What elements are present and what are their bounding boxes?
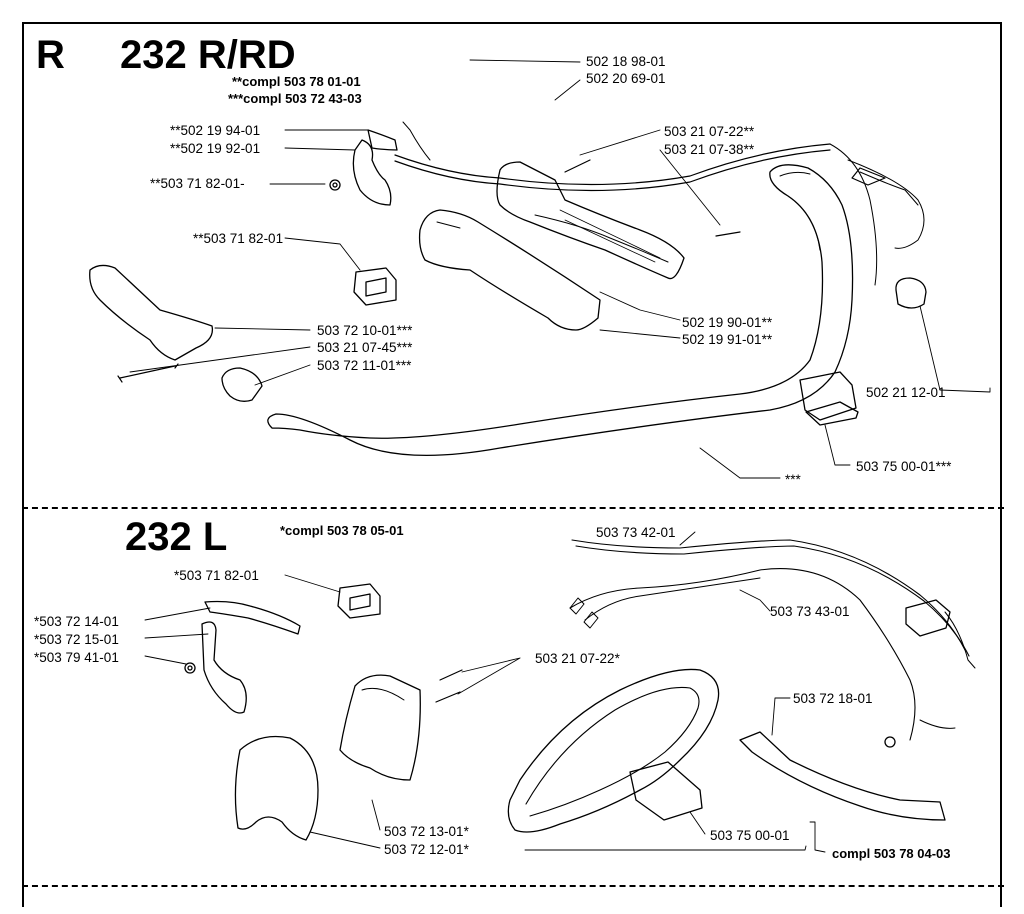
part-label: 503 72 10-01*** [317, 323, 413, 338]
loop-handle-l [507, 668, 720, 833]
part-label: 503 73 42-01 [596, 525, 676, 540]
part-label: 503 21 07-22* [535, 651, 620, 666]
part-label: **502 19 94-01 [170, 123, 261, 138]
part-label: *503 72 15-01 [34, 632, 119, 647]
throttle-trigger-l [201, 621, 247, 714]
bar-part-l [739, 731, 946, 821]
section-r-kit-2: ***compl 503 72 43-03 [228, 91, 362, 106]
part-label: *** [785, 472, 801, 487]
diagram-frame [22, 22, 1002, 907]
part-label: 502 20 69-01 [586, 71, 666, 86]
right-grip-r [496, 161, 685, 280]
section-r-model: 232 R/RD [120, 33, 296, 77]
part-label: 503 75 00-01*** [856, 459, 952, 474]
section-l-kit-2: compl 503 78 04-03 [832, 846, 951, 861]
throttle-cable-r [394, 143, 831, 186]
part-label: 503 72 11-01*** [317, 358, 412, 373]
part-label: 503 21 07-45*** [317, 340, 413, 355]
part-label: 503 21 07-38** [664, 142, 755, 157]
part-label: *503 79 41-01 [34, 650, 119, 665]
part-label: 503 72 13-01* [384, 824, 469, 839]
grip-cover-r [418, 209, 601, 331]
bracket-r [799, 371, 857, 421]
part-label: 503 72 18-01 [793, 691, 873, 706]
part-label: **503 71 82-01- [150, 176, 245, 191]
section-divider [22, 507, 1004, 509]
part-label: 502 18 98-01 [586, 54, 666, 69]
part-label: **503 71 82-01 [193, 231, 284, 246]
part-label: **502 19 92-01 [170, 141, 261, 156]
part-label: 502 19 91-01** [682, 332, 773, 347]
handle-housing-l [339, 674, 421, 781]
part-label: 502 21 12-01 [866, 385, 946, 400]
cable-l-1 [571, 539, 966, 651]
part-label: 503 73 43-01 [770, 604, 850, 619]
section-r-kit-1: **compl 503 78 01-01 [232, 74, 361, 89]
throttle-trigger-r [352, 139, 392, 206]
stop-switch-l [337, 583, 381, 619]
part-label: 503 21 07-22** [664, 124, 755, 139]
left-grip-sleeve-r [89, 264, 214, 361]
clamp-r [221, 367, 263, 402]
cable-l-2 [569, 568, 916, 741]
loop-handle-r [267, 164, 854, 456]
grip-shell-l [234, 735, 319, 841]
section-r-letter: R [36, 33, 65, 77]
part-label: 502 19 90-01** [682, 315, 773, 330]
stop-switch-r [353, 267, 397, 306]
part-label: *503 72 14-01 [34, 614, 119, 629]
part-label: 503 72 12-01* [384, 842, 469, 857]
section-l-kit-1: *compl 503 78 05-01 [280, 523, 404, 538]
part-label: 503 75 00-01 [710, 828, 790, 843]
bracket-l [629, 761, 703, 821]
buffer-r [895, 277, 927, 309]
part-label: *503 71 82-01 [174, 568, 259, 583]
bottom-divider [22, 885, 1004, 887]
section-l-model: 232 L [125, 515, 228, 559]
throttle-lever-l [204, 600, 301, 635]
